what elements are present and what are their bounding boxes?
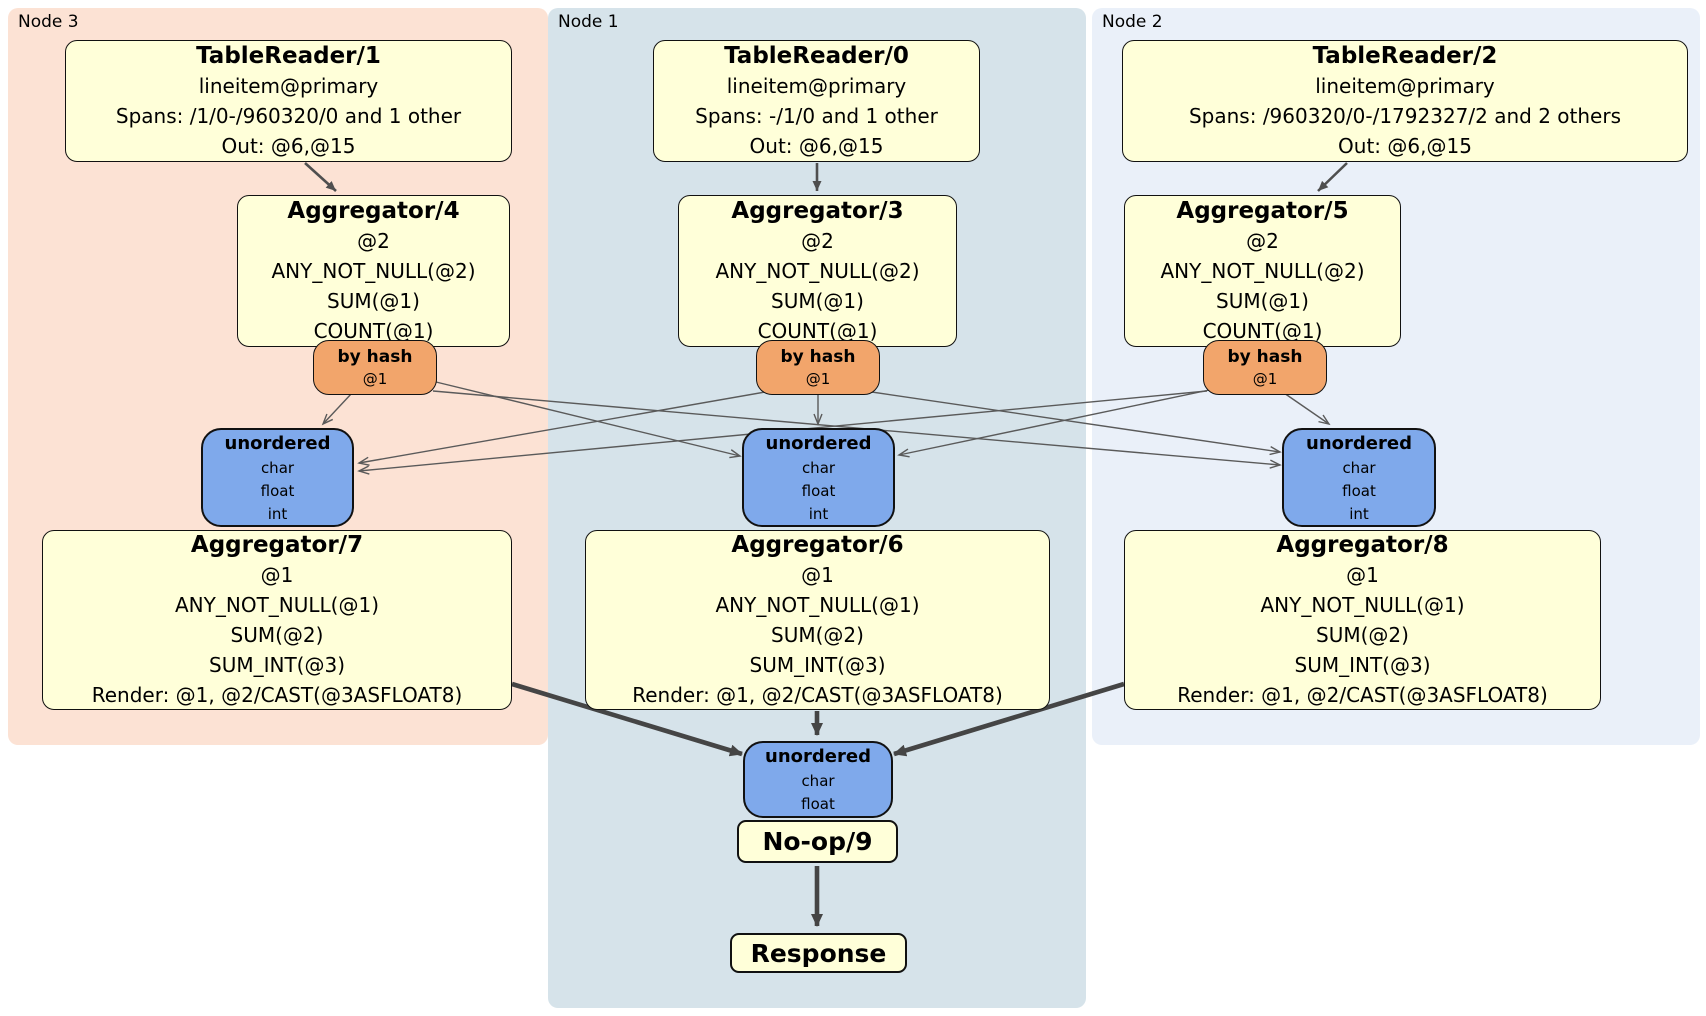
sync-column: int — [267, 504, 288, 523]
sync-column: float — [801, 481, 836, 500]
box-line: SUM_INT(@3) — [749, 653, 886, 677]
unordered-sync: unordered char float int — [201, 428, 354, 527]
hash-router-key: @1 — [362, 370, 388, 388]
sync-column: char — [801, 458, 836, 477]
box-line: Out: @6,@15 — [1338, 134, 1472, 158]
box-title: TableReader/0 — [724, 43, 909, 69]
hash-router-key: @1 — [805, 370, 831, 388]
hash-router-label: by hash — [337, 347, 413, 367]
box-line: SUM_INT(@3) — [1294, 653, 1431, 677]
box-line: ANY_NOT_NULL(@1) — [175, 593, 379, 617]
box-title: TableReader/2 — [1312, 43, 1498, 69]
box-line: lineitem@primary — [726, 74, 907, 98]
box-title: Aggregator/4 — [287, 198, 460, 224]
box-line: Spans: /960320/0-/1792327/2 and 2 others — [1188, 104, 1621, 128]
box-title: TableReader/1 — [196, 43, 381, 69]
box-title: Aggregator/5 — [1176, 198, 1349, 224]
box-line: SUM(@2) — [1316, 623, 1409, 647]
box-line: COUNT(@1) — [757, 319, 878, 343]
box-line: Out: @6,@15 — [749, 134, 884, 158]
unordered-sync: unordered char float int — [1282, 428, 1436, 527]
aggregator-box: Aggregator/5 @2 ANY_NOT_NULL(@2) SUM(@1)… — [1124, 195, 1401, 347]
box-line: Render: @1, @2/CAST(@3ASFLOAT8) — [91, 683, 463, 707]
box-line: Spans: /1/0-/960320/0 and 1 other — [115, 104, 462, 128]
sync-label: unordered — [765, 432, 872, 454]
hash-router-key: @1 — [1252, 370, 1278, 388]
box-line: Out: @6,@15 — [221, 134, 356, 158]
box-title: Aggregator/8 — [1276, 532, 1449, 558]
box-line: SUM(@2) — [230, 623, 324, 647]
box-line: SUM(@1) — [771, 289, 864, 313]
box-line: @1 — [1346, 563, 1379, 587]
box-line: ANY_NOT_NULL(@2) — [715, 259, 920, 283]
node3-label: Node 3 — [18, 12, 79, 32]
sync-column: char — [1342, 458, 1376, 477]
box-line: ANY_NOT_NULL(@1) — [715, 593, 920, 617]
box-title: Aggregator/6 — [731, 532, 904, 558]
aggregator-box: Aggregator/8 @1 ANY_NOT_NULL(@1) SUM(@2)… — [1124, 530, 1601, 710]
unordered-sync: unordered char float int — [742, 428, 895, 527]
box-line: @2 — [357, 229, 390, 253]
sync-label: unordered — [765, 746, 871, 767]
sync-column: float — [801, 795, 835, 813]
response-box: Response — [730, 933, 907, 973]
table-reader-box: TableReader/0 lineitem@primary Spans: -/… — [653, 40, 980, 162]
sync-column: int — [808, 504, 829, 523]
box-line: ANY_NOT_NULL(@1) — [1260, 593, 1465, 617]
sync-column: float — [260, 481, 295, 500]
sync-label: unordered — [224, 432, 331, 454]
box-line: @2 — [1246, 229, 1279, 253]
aggregator-box: Aggregator/4 @2 ANY_NOT_NULL(@2) SUM(@1)… — [237, 195, 510, 347]
box-line: ANY_NOT_NULL(@2) — [1160, 259, 1365, 283]
hash-router-label: by hash — [1227, 347, 1303, 367]
hash-router: by hash @1 — [313, 340, 437, 395]
box-line: ANY_NOT_NULL(@2) — [271, 259, 476, 283]
box-line: Render: @1, @2/CAST(@3ASFLOAT8) — [1177, 683, 1548, 707]
table-reader-box: TableReader/2 lineitem@primary Spans: /9… — [1122, 40, 1688, 162]
box-line: COUNT(@1) — [1202, 319, 1323, 343]
box-line: Render: @1, @2/CAST(@3ASFLOAT8) — [632, 683, 1003, 707]
node2-label: Node 2 — [1102, 12, 1163, 32]
box-title: Aggregator/7 — [190, 532, 364, 558]
aggregator-box: Aggregator/3 @2 ANY_NOT_NULL(@2) SUM(@1)… — [678, 195, 957, 347]
node1-label: Node 1 — [558, 12, 619, 32]
box-line: SUM(@2) — [771, 623, 864, 647]
sync-column: int — [1349, 504, 1369, 523]
box-line: SUM(@1) — [1216, 289, 1309, 313]
sync-column: char — [801, 772, 835, 790]
box-line: @1 — [801, 563, 834, 587]
sync-column: float — [1342, 481, 1376, 500]
aggregator-box: Aggregator/6 @1 ANY_NOT_NULL(@1) SUM(@2)… — [585, 530, 1050, 710]
hash-router: by hash @1 — [756, 340, 880, 395]
sync-label: unordered — [1306, 432, 1412, 454]
box-line: lineitem@primary — [1315, 74, 1495, 98]
aggregator-box: Aggregator/7 @1 ANY_NOT_NULL(@1) SUM(@2)… — [42, 530, 512, 710]
noop-box: No-op/9 — [737, 820, 898, 863]
box-line: @1 — [260, 563, 294, 587]
table-reader-box: TableReader/1 lineitem@primary Spans: /1… — [65, 40, 512, 162]
hash-router-label: by hash — [780, 347, 856, 367]
box-line: lineitem@primary — [198, 74, 379, 98]
box-line: COUNT(@1) — [313, 319, 434, 343]
box-line: SUM(@1) — [327, 289, 420, 313]
sync-column: char — [260, 458, 295, 477]
box-line: SUM_INT(@3) — [209, 653, 345, 677]
box-line: Spans: -/1/0 and 1 other — [695, 104, 938, 128]
box-title: Aggregator/3 — [731, 198, 904, 224]
final-unordered-sync: unordered char float — [743, 741, 893, 818]
box-line: @2 — [801, 229, 834, 253]
hash-router: by hash @1 — [1203, 340, 1327, 395]
